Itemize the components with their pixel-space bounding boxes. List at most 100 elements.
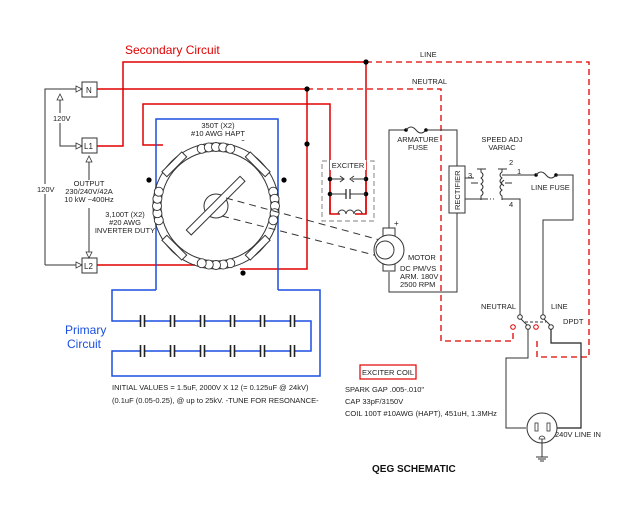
dpdt-switch: NEUTRAL LINE DPDT <box>481 302 584 429</box>
coil-winding <box>153 186 164 197</box>
variac-label-1: SPEED ADJ <box>481 135 523 144</box>
primary-coil-spec-1: 3,100T (X2) <box>105 210 145 219</box>
capacitor-icon <box>229 345 236 357</box>
arrow-icon <box>85 155 93 163</box>
plug-label: 240V LINE IN <box>555 430 601 439</box>
output-spec-power: 10 kW ~400Hz <box>64 195 114 204</box>
variac-pin-1: 1 <box>517 167 521 176</box>
arrow-icon <box>85 251 93 259</box>
armature-fuse-label-2: FUSE <box>408 143 428 152</box>
terminal-n-label: N <box>86 86 92 95</box>
exciter-capacitor-icon <box>330 189 366 199</box>
primary-coil-spec-3: INVERTER DUTY <box>95 226 155 235</box>
core-cross-bar <box>244 234 271 261</box>
secondary-coil-spec-2: #10 AWG HAPT <box>191 129 245 138</box>
exciter-coil-spec-2: CAP 33pF/3150V <box>345 397 403 406</box>
initial-values-note-2: (0.1uF (0.05-0.25), @ up to 25kV. -TUNE … <box>112 396 319 405</box>
armature-fuse: ARMATURE FUSE <box>397 126 458 168</box>
capacitor-icon <box>259 345 266 357</box>
secondary-wiring <box>97 59 590 358</box>
exciter-coil-title-box <box>359 364 417 380</box>
capacitor-icon <box>199 315 206 327</box>
polarity-dot <box>240 270 246 276</box>
capacitor-icon <box>289 345 296 357</box>
outer-120v-bracket <box>44 88 76 265</box>
terminal-l1 <box>81 137 98 154</box>
capacitor-icon <box>169 315 176 327</box>
output-terminals: N L1 L2 120V 120V OUTPUT 230/240V/42A 10… <box>36 81 155 274</box>
line-fuse-label: LINE FUSE <box>531 183 570 192</box>
switch-line-label: LINE <box>551 302 568 311</box>
coil-winding <box>268 215 279 226</box>
variac-secondary-coil <box>499 169 503 200</box>
coil-winding <box>196 258 207 269</box>
fuse-icon <box>535 171 557 179</box>
motor-rotor <box>375 240 395 260</box>
arrow-icon <box>75 261 83 269</box>
coil-windings <box>152 142 280 270</box>
exciter-coil-spec-3: COIL 100T #10AWG (HAPT), 451uH, 1.3MHz <box>345 409 497 418</box>
secondary-exciter-wire <box>355 62 367 215</box>
terminal-l1-label: L1 <box>84 142 93 151</box>
variac-pin-4: 4 <box>509 200 513 209</box>
secondary-coil-spec-1: 350T (X2) <box>201 121 235 130</box>
rectifier-label: RECTIFIER <box>453 170 462 210</box>
rectifier-box <box>448 165 466 214</box>
motor-spec-3: 2500 RPM <box>400 280 435 289</box>
capacitor-icon <box>289 315 296 327</box>
junction-dot <box>363 59 369 65</box>
exciter-coil-icon <box>337 209 363 215</box>
polarity-dot <box>146 177 152 183</box>
primary-right-return <box>111 289 321 377</box>
core-cross-bar <box>161 234 188 261</box>
secondary-line-wire <box>97 61 366 147</box>
spark-gap-icon <box>330 175 366 183</box>
switch-type-label: DPDT <box>563 317 584 326</box>
toroid-core: 350T (X2) #10 AWG HAPT <box>146 121 381 276</box>
schematic-title: QEG SCHEMATIC <box>372 464 456 475</box>
ground-pin <box>538 435 546 440</box>
variac-pin-2: 2 <box>509 158 513 167</box>
terminal-l2 <box>81 257 98 274</box>
primary-circuit-label-2: Circuit <box>67 337 102 351</box>
primary-capacitor-bus <box>132 320 312 352</box>
variac-primary-coil <box>480 169 484 200</box>
dc-motor: + MOTOR DC PM/VS ARM. 180V 2500 RPM <box>373 129 458 293</box>
armature-fuse-label-1: ARMATURE <box>397 135 439 144</box>
secondary-circuit-label: Secondary Circuit <box>125 43 220 57</box>
variac-label-2: VARIAC <box>488 143 516 152</box>
exciter-coil-spec-1: SPARK GAP .005-.010" <box>345 385 424 394</box>
voltage-label-outer: 120V <box>37 185 55 194</box>
plug-slot <box>546 422 551 432</box>
wall-plug: 240V LINE IN <box>526 412 601 462</box>
polarity-dot <box>281 177 287 183</box>
speed-variac: SPEED ADJ VARIAC 3 2 1 4 <box>465 135 534 316</box>
line-dashed-wire <box>366 61 590 358</box>
output-spec-voltage: 230/240V/42A <box>65 187 113 196</box>
primary-coil-spec-2: #20 AWG <box>109 218 141 227</box>
ground-icon <box>536 456 548 462</box>
capacitor-icon <box>169 345 176 357</box>
secondary-coil-top-wire <box>142 103 331 152</box>
rectifier: RECTIFIER <box>448 165 466 214</box>
motor-label: MOTOR <box>408 253 436 262</box>
arrow-icon <box>75 85 83 93</box>
output-label: OUTPUT <box>74 179 105 188</box>
exciter-coil-title: EXCITER COIL <box>362 368 414 377</box>
junction-dot <box>304 141 310 147</box>
fuse-icon <box>405 126 427 134</box>
junction-dot <box>304 86 310 92</box>
switch-blade <box>543 318 551 326</box>
switch-blade <box>520 318 528 326</box>
coil-winding <box>225 143 236 154</box>
rotor-bar <box>185 175 246 236</box>
initial-values-note-1: INITIAL VALUES = 1.5uF, 2000V X 12 (= 0.… <box>112 383 309 392</box>
motor-polarity: + <box>394 219 399 228</box>
core-cross-bars <box>161 151 271 261</box>
line-wire-label: LINE <box>420 50 437 59</box>
exciter-label: EXCITER <box>332 161 365 170</box>
terminal-l2-label: L2 <box>84 262 93 271</box>
shaft-coupling-line <box>225 197 381 241</box>
primary-wiring <box>111 118 321 377</box>
